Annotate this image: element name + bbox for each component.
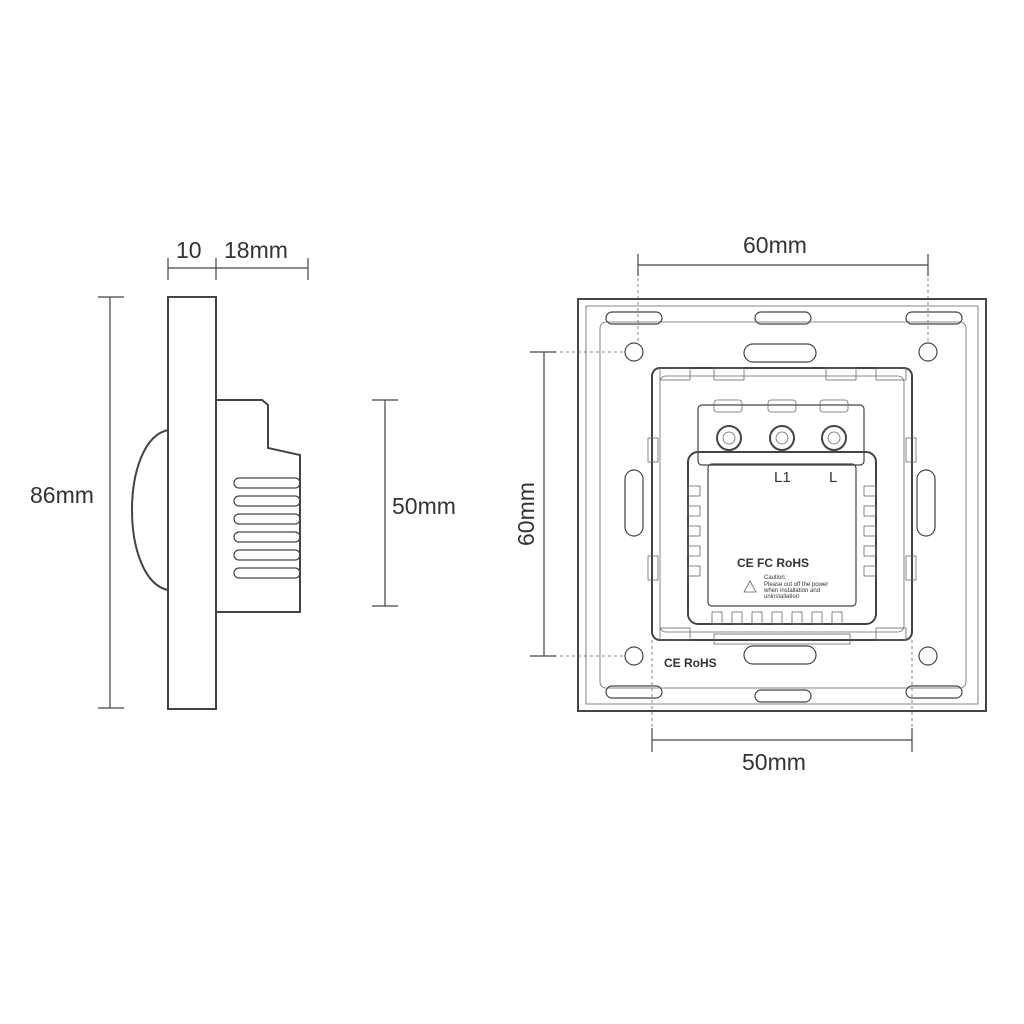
caution-line-3: uninstallation xyxy=(764,594,799,600)
side-height-dimension: 86mm xyxy=(30,296,124,709)
dim-label-60mm-top: 60mm xyxy=(743,232,807,258)
side-view: 10 18mm 86mm 50mm xyxy=(30,237,456,710)
side-body-dimension: 50mm xyxy=(372,399,456,607)
terminal-screw-1 xyxy=(716,425,742,451)
mounting-frame-inner xyxy=(659,375,905,633)
back-view: L1 L CE FC RoHS xyxy=(513,232,987,775)
top-slots xyxy=(605,311,963,703)
cooling-fins xyxy=(233,477,301,579)
back-plate xyxy=(599,321,967,689)
screw-holes xyxy=(624,342,938,666)
front-plate xyxy=(167,296,217,710)
mounting-frame xyxy=(651,367,913,641)
terminal-screw-l xyxy=(821,425,847,451)
back-left-dimension: 60mm xyxy=(513,351,626,657)
caution-line-2: when installation and xyxy=(763,588,820,594)
sensor-dome xyxy=(131,429,169,591)
terminal-screw-l1 xyxy=(769,425,795,451)
outer-frame xyxy=(577,298,987,712)
electronics-module: CE FC RoHS Caution: Please cut off the p… xyxy=(687,451,877,625)
back-body xyxy=(216,399,301,613)
caution-title: Caution: xyxy=(764,575,787,581)
frame-clips xyxy=(647,367,917,645)
inner-frame-edge xyxy=(585,305,979,705)
side-top-dimension: 10 18mm xyxy=(167,237,309,280)
dim-label-86mm: 86mm xyxy=(30,482,94,508)
terminal-label-l: L xyxy=(829,469,837,486)
terminal-label-l1: L1 xyxy=(774,469,791,486)
mounting-slots xyxy=(624,343,936,665)
back-top-dimension: 60mm xyxy=(637,232,929,344)
caution-line-1: Please cut off the power xyxy=(764,582,828,588)
dim-label-18mm: 18mm xyxy=(224,237,288,263)
warning-icon xyxy=(743,580,757,593)
certification-marks: CE FC RoHS xyxy=(737,556,809,570)
dim-label-50mm-side: 50mm xyxy=(392,493,456,519)
dim-label-50mm-bottom: 50mm xyxy=(742,749,806,775)
frame-certification-marks: CE RoHS xyxy=(664,656,717,670)
dim-label-10: 10 xyxy=(176,237,202,263)
terminal-block: L1 L xyxy=(697,399,865,486)
dim-label-60mm-left: 60mm xyxy=(513,482,539,546)
back-bottom-dimension: 50mm xyxy=(651,640,913,775)
